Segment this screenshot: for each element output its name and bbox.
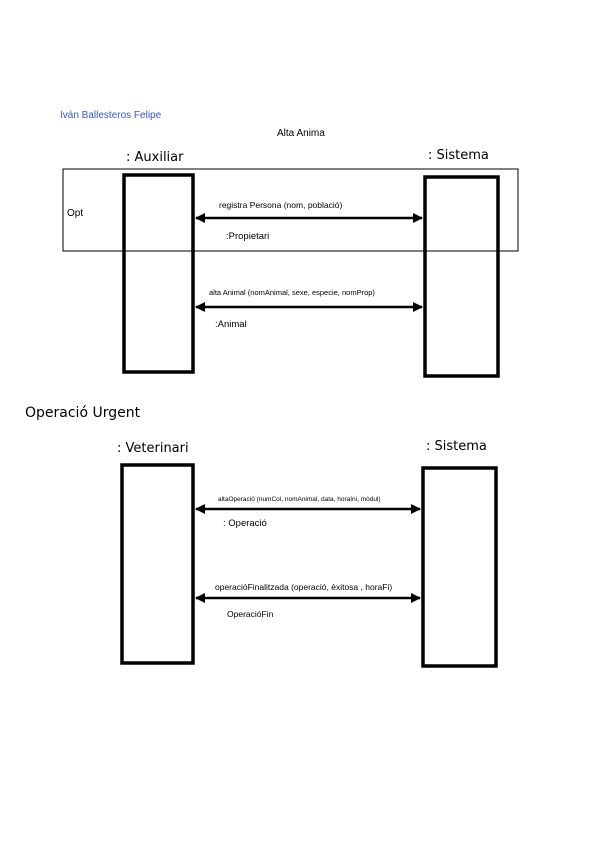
return-animal: :Animal (215, 319, 247, 330)
lifeline-sistema-2-box (421, 466, 498, 668)
message-registra-persona: registra Persona (nom, població) (219, 200, 343, 210)
lifeline-auxiliar-box (122, 173, 195, 374)
message-operacio-finalitzada: operacióFinalitzada (operació, èxitosa ,… (215, 582, 393, 592)
return-operacio-fin: OperacióFin (227, 609, 274, 619)
actor-sistema-label: : Sistema (428, 148, 489, 163)
lifeline-veterinari-box (120, 463, 195, 665)
diagram-title-operacio-urgent: Operació Urgent (25, 405, 141, 421)
actor-auxiliar-label: : Auxiliar (126, 150, 184, 165)
lifeline-sistema-box (423, 175, 500, 378)
opt-fragment-label: Opt (67, 208, 84, 219)
return-operacio: : Operació (223, 518, 267, 529)
actor-veterinari-label: : Veterinari (117, 441, 189, 456)
message-alta-operacio: altaOperació (numCol, nomAnimal, data, h… (218, 496, 381, 503)
actor-sistema-2-label: : Sistema (426, 439, 487, 454)
opt-fragment-frame (62, 168, 519, 252)
diagram-title-alta-animal: Alta Anima (277, 128, 325, 139)
return-propietari: :Propietari (226, 231, 270, 242)
message-alta-animal: alta Animal (nomAnimal, sexe, especie, n… (209, 288, 375, 297)
author-name: Iván Ballesteros Felipe (60, 110, 162, 121)
